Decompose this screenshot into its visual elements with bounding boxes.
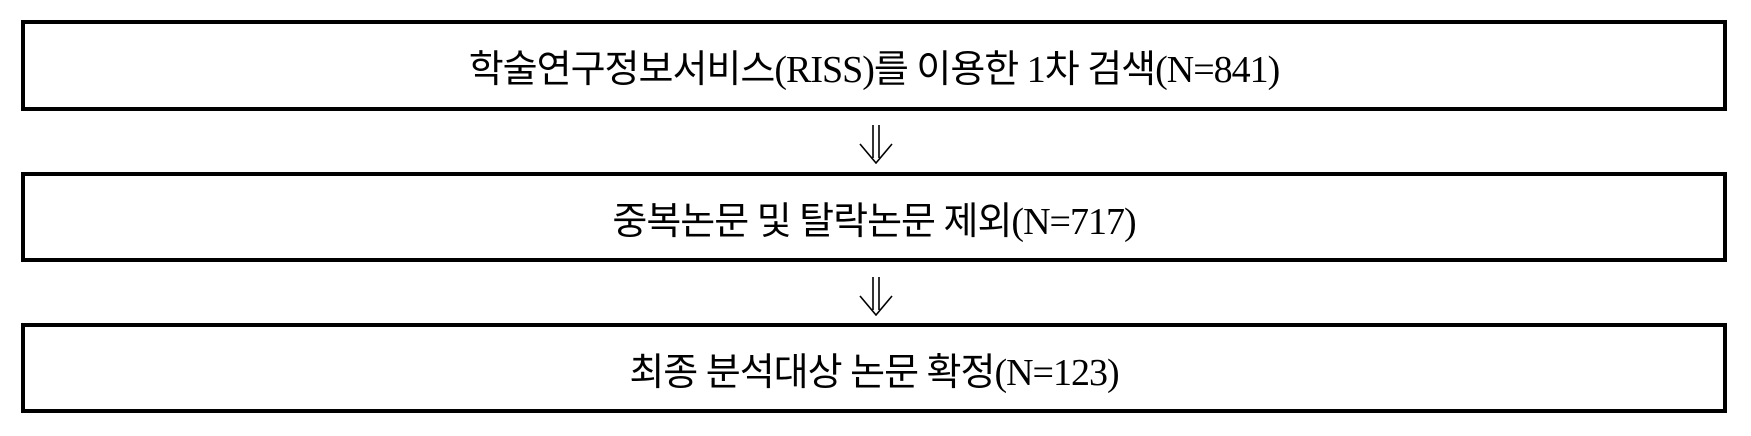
step-label: 학술연구정보서비스(RISS)를 이용한 1차 검색(N=841) — [468, 49, 1281, 91]
step-box-final-selection: 최종 분석대상 논문 확정(N=123) — [21, 323, 1727, 413]
double-down-arrow-icon — [859, 125, 893, 164]
double-down-arrow-icon — [859, 277, 893, 316]
step-box-exclusion: 중복논문 및 탈락논문 제외(N=717) — [21, 172, 1727, 262]
step-box-initial-search: 학술연구정보서비스(RISS)를 이용한 1차 검색(N=841) — [21, 20, 1727, 111]
step-label: 중복논문 및 탈락논문 제외(N=717) — [612, 200, 1136, 243]
step-label: 최종 분석대상 논문 확정(N=123) — [629, 351, 1119, 394]
